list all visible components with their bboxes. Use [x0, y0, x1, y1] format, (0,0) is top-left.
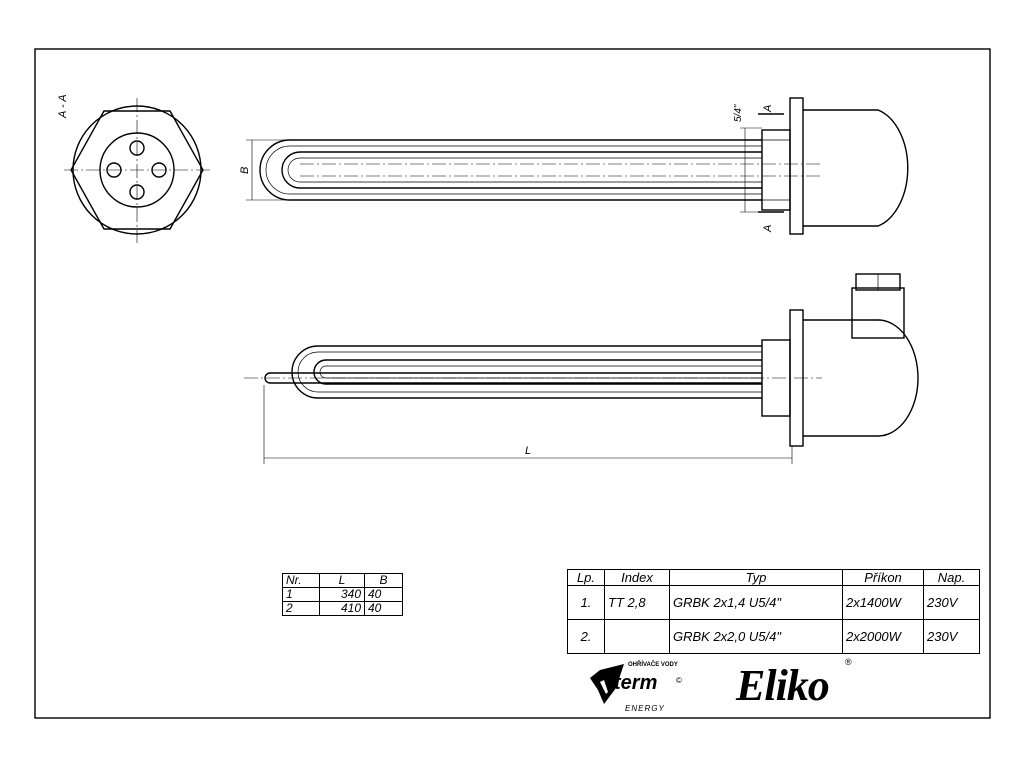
side-tube-inner: [313, 359, 762, 385]
spec-header-prikon: Příkon: [842, 569, 924, 586]
spec-cell-index: TT 2,8: [604, 585, 670, 620]
eliko-logo: Eliko: [736, 661, 830, 710]
table-row: 2 410 40: [282, 601, 403, 616]
side-tube-outer-inner: [297, 351, 762, 393]
dim-b-label: B: [239, 167, 251, 174]
cable-gland: [851, 287, 905, 339]
size-cell-l: 340: [319, 587, 365, 602]
size-header-b: B: [364, 573, 403, 588]
probe-rod: [264, 372, 762, 384]
side-view: L: [244, 273, 919, 464]
size-cell-b: 40: [364, 587, 403, 602]
size-header-nr: Nr.: [282, 573, 320, 588]
spec-cell-typ: GRBK 2x2,0 U5/4": [669, 619, 843, 654]
spec-header-index: Index: [604, 569, 670, 586]
tube-outer-u-inner: [265, 145, 762, 195]
wterm-logo-text: term: [614, 672, 658, 694]
tube-outer-u: [259, 139, 762, 201]
spec-cell-nap: 230V: [923, 619, 980, 654]
section-view: A - A: [57, 94, 210, 243]
section-mark-bottom: A: [762, 225, 774, 233]
spec-cell-nap: 230V: [923, 585, 980, 620]
side-tube-outer: [291, 345, 762, 399]
spec-header-lp: Lp.: [567, 569, 605, 586]
size-cell-b: 40: [364, 601, 403, 616]
spec-header-typ: Typ: [669, 569, 843, 586]
size-cell-nr: 2: [282, 601, 320, 616]
spec-table: Lp. Index Typ Příkon Nap. 1. TT 2,8 GRBK…: [567, 569, 980, 654]
spec-cell-prikon: 2x2000W: [842, 619, 924, 654]
section-mark-top: A: [762, 105, 774, 113]
size-cell-nr: 1: [282, 587, 320, 602]
spec-table-header: Lp. Index Typ Příkon Nap.: [567, 569, 980, 586]
spec-cell-prikon: 2x1400W: [842, 585, 924, 620]
top-flange: [789, 97, 804, 235]
size-cell-l: 410: [319, 601, 365, 616]
table-row: 1. TT 2,8 GRBK 2x1,4 U5/4" 2x1400W 230V: [567, 585, 980, 620]
spec-cell-lp: 2.: [567, 619, 605, 654]
wterm-copyright-mark: ©: [676, 676, 682, 685]
table-row: 1 340 40: [282, 587, 403, 602]
wterm-subtitle: ENERGY: [625, 704, 665, 713]
spec-cell-index: [604, 619, 670, 654]
size-table-header: Nr. L B: [282, 573, 403, 588]
side-flange: [789, 309, 804, 447]
size-table: Nr. L B 1 340 40 2 410 40: [282, 573, 403, 616]
table-row: 2. GRBK 2x2,0 U5/4" 2x2000W 230V: [567, 619, 980, 654]
tube-inner-u-inner: [287, 157, 762, 183]
top-view: B 5/4" A A: [239, 97, 909, 235]
section-label: A - A: [57, 94, 69, 119]
spec-cell-lp: 1.: [567, 585, 605, 620]
wterm-tagline: OHŘÍVAČE VODY: [628, 662, 678, 668]
size-header-l: L: [319, 573, 365, 588]
wterm-logo-mark: [590, 664, 624, 704]
top-fitting-nut: [761, 129, 791, 211]
dim-l-label: L: [525, 445, 531, 457]
eliko-registered-mark: ®: [845, 657, 852, 667]
tube-inner-u: [281, 151, 762, 189]
drawing-frame: [34, 48, 991, 719]
side-tube-inner-inner: [319, 365, 762, 379]
spec-cell-typ: GRBK 2x1,4 U5/4": [669, 585, 843, 620]
thread-dim-label: 5/4": [733, 104, 744, 122]
side-cap-dome: [803, 319, 919, 437]
spec-header-nap: Nap.: [923, 569, 980, 586]
top-cap-dome: [803, 109, 909, 227]
